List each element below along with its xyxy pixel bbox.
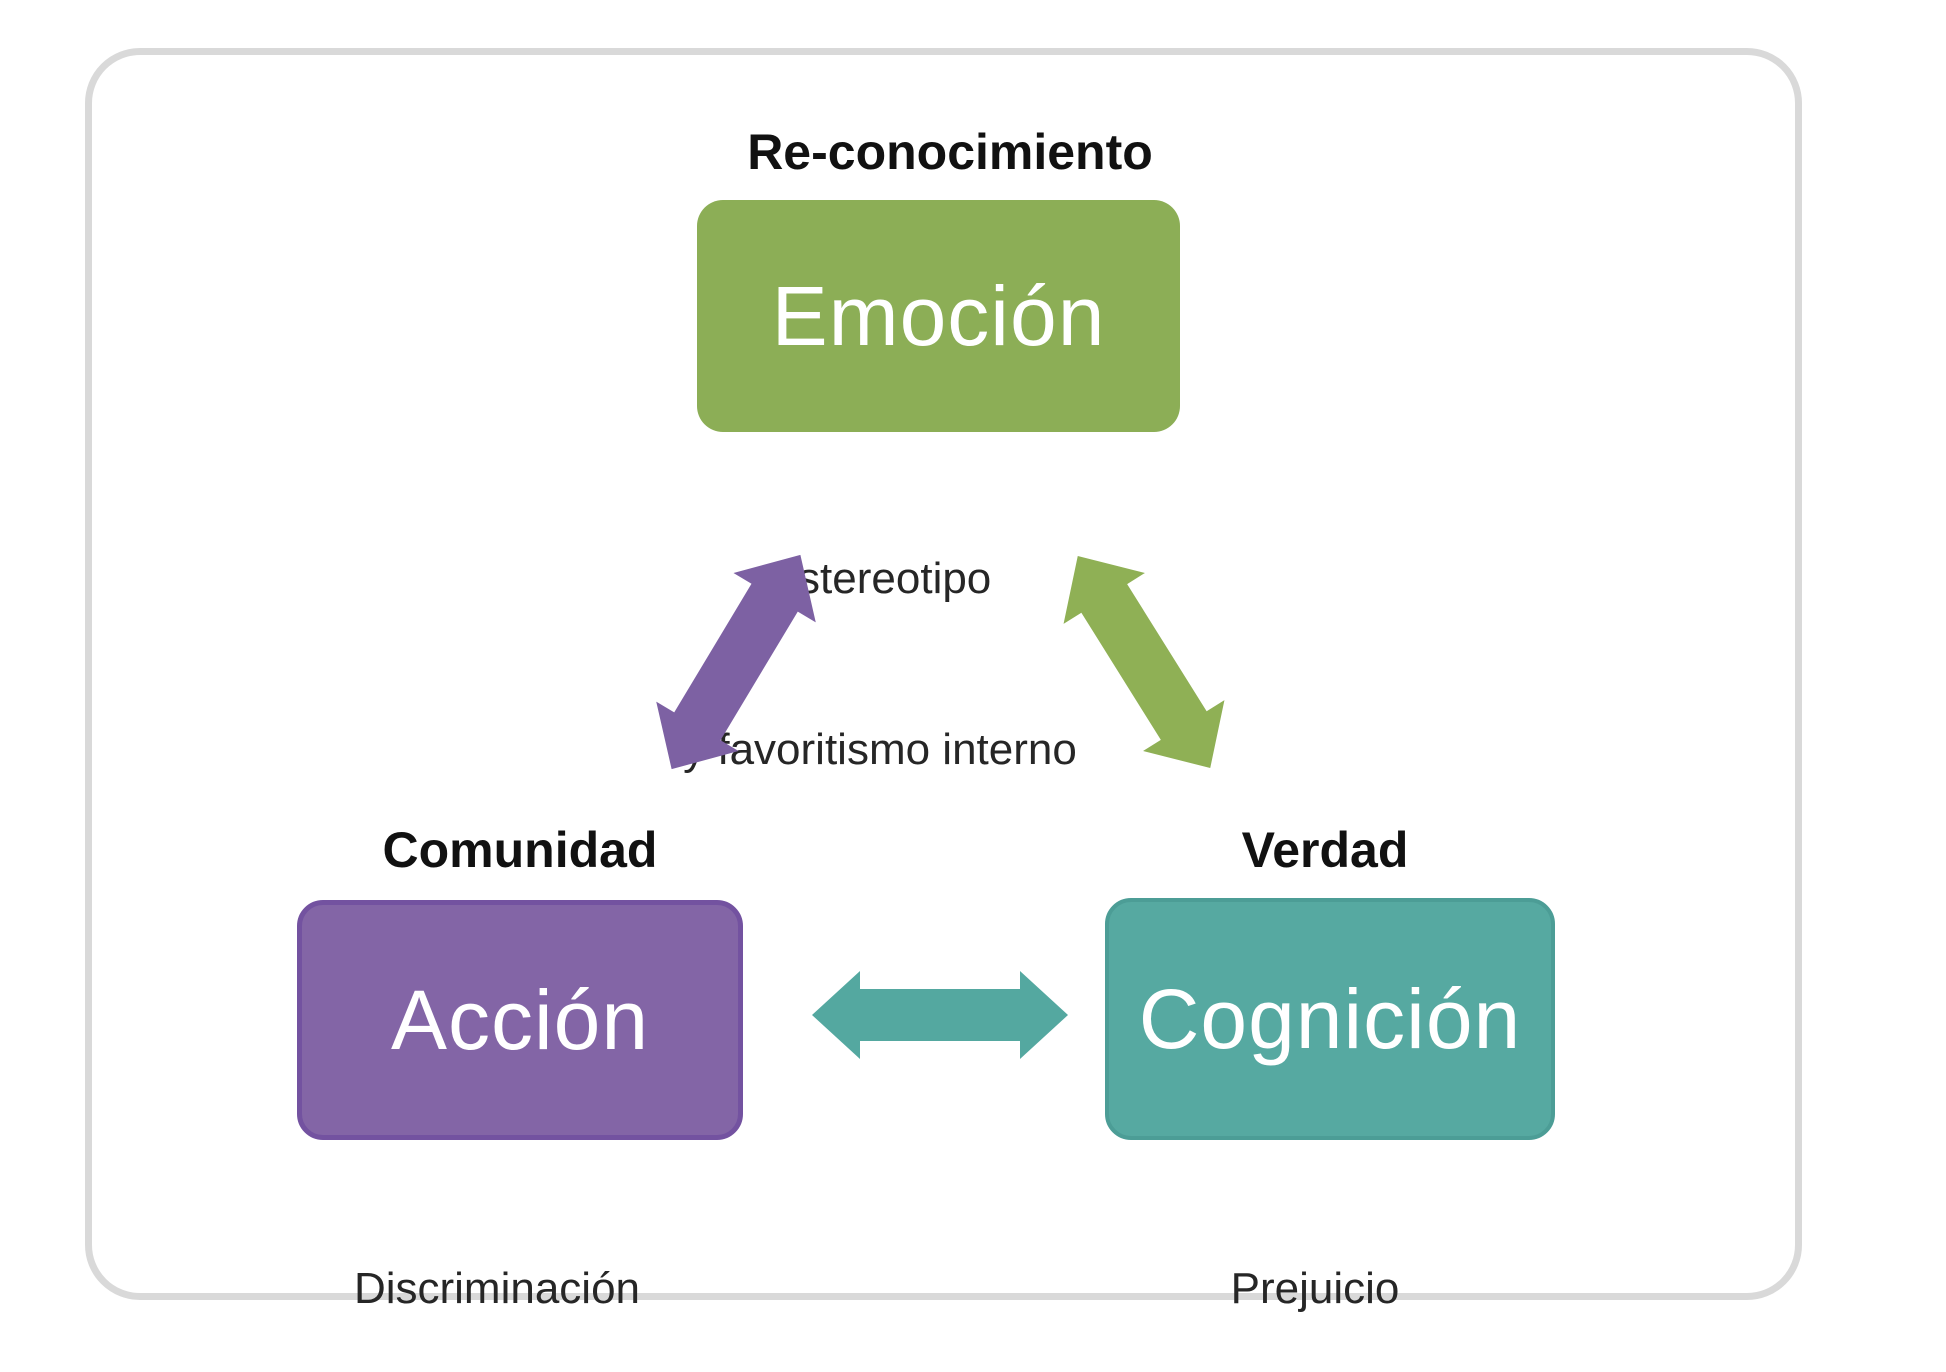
node-title-reconocimiento: Re-conocimiento [747, 124, 1153, 180]
box-accion: Acción [297, 900, 743, 1140]
double-arrow-accion-cognicion-icon [812, 971, 1068, 1059]
double-arrow-accion-cognicion-shape [812, 971, 1068, 1059]
caption-emocion-line2: y favoritismo interno [683, 725, 1077, 774]
double-arrow-emocion-cognicion-shape [1063, 555, 1225, 769]
double-arrow-emocion-accion-icon [630, 530, 841, 794]
caption-accion-line1: Discriminación [353, 1264, 641, 1313]
caption-cognicion: Prejuicio y superioridad moral [995, 1146, 1635, 1372]
caption-accion: Discriminación y auto justificación [177, 1146, 817, 1372]
double-arrow-emocion-cognicion-icon [1037, 531, 1251, 794]
node-title-comunidad: Comunidad [382, 822, 658, 878]
box-label-cognicion: Cognición [1138, 972, 1522, 1066]
double-arrow-emocion-accion-shape [656, 554, 816, 770]
box-label-emocion: Emoción [771, 269, 1106, 363]
caption-cognicion-line1: Prejuicio [1230, 1264, 1400, 1313]
box-cognicion: Cognición [1105, 898, 1555, 1140]
box-label-accion: Acción [390, 973, 650, 1067]
box-emocion: Emoción [697, 200, 1180, 432]
node-title-verdad: Verdad [1241, 822, 1409, 878]
